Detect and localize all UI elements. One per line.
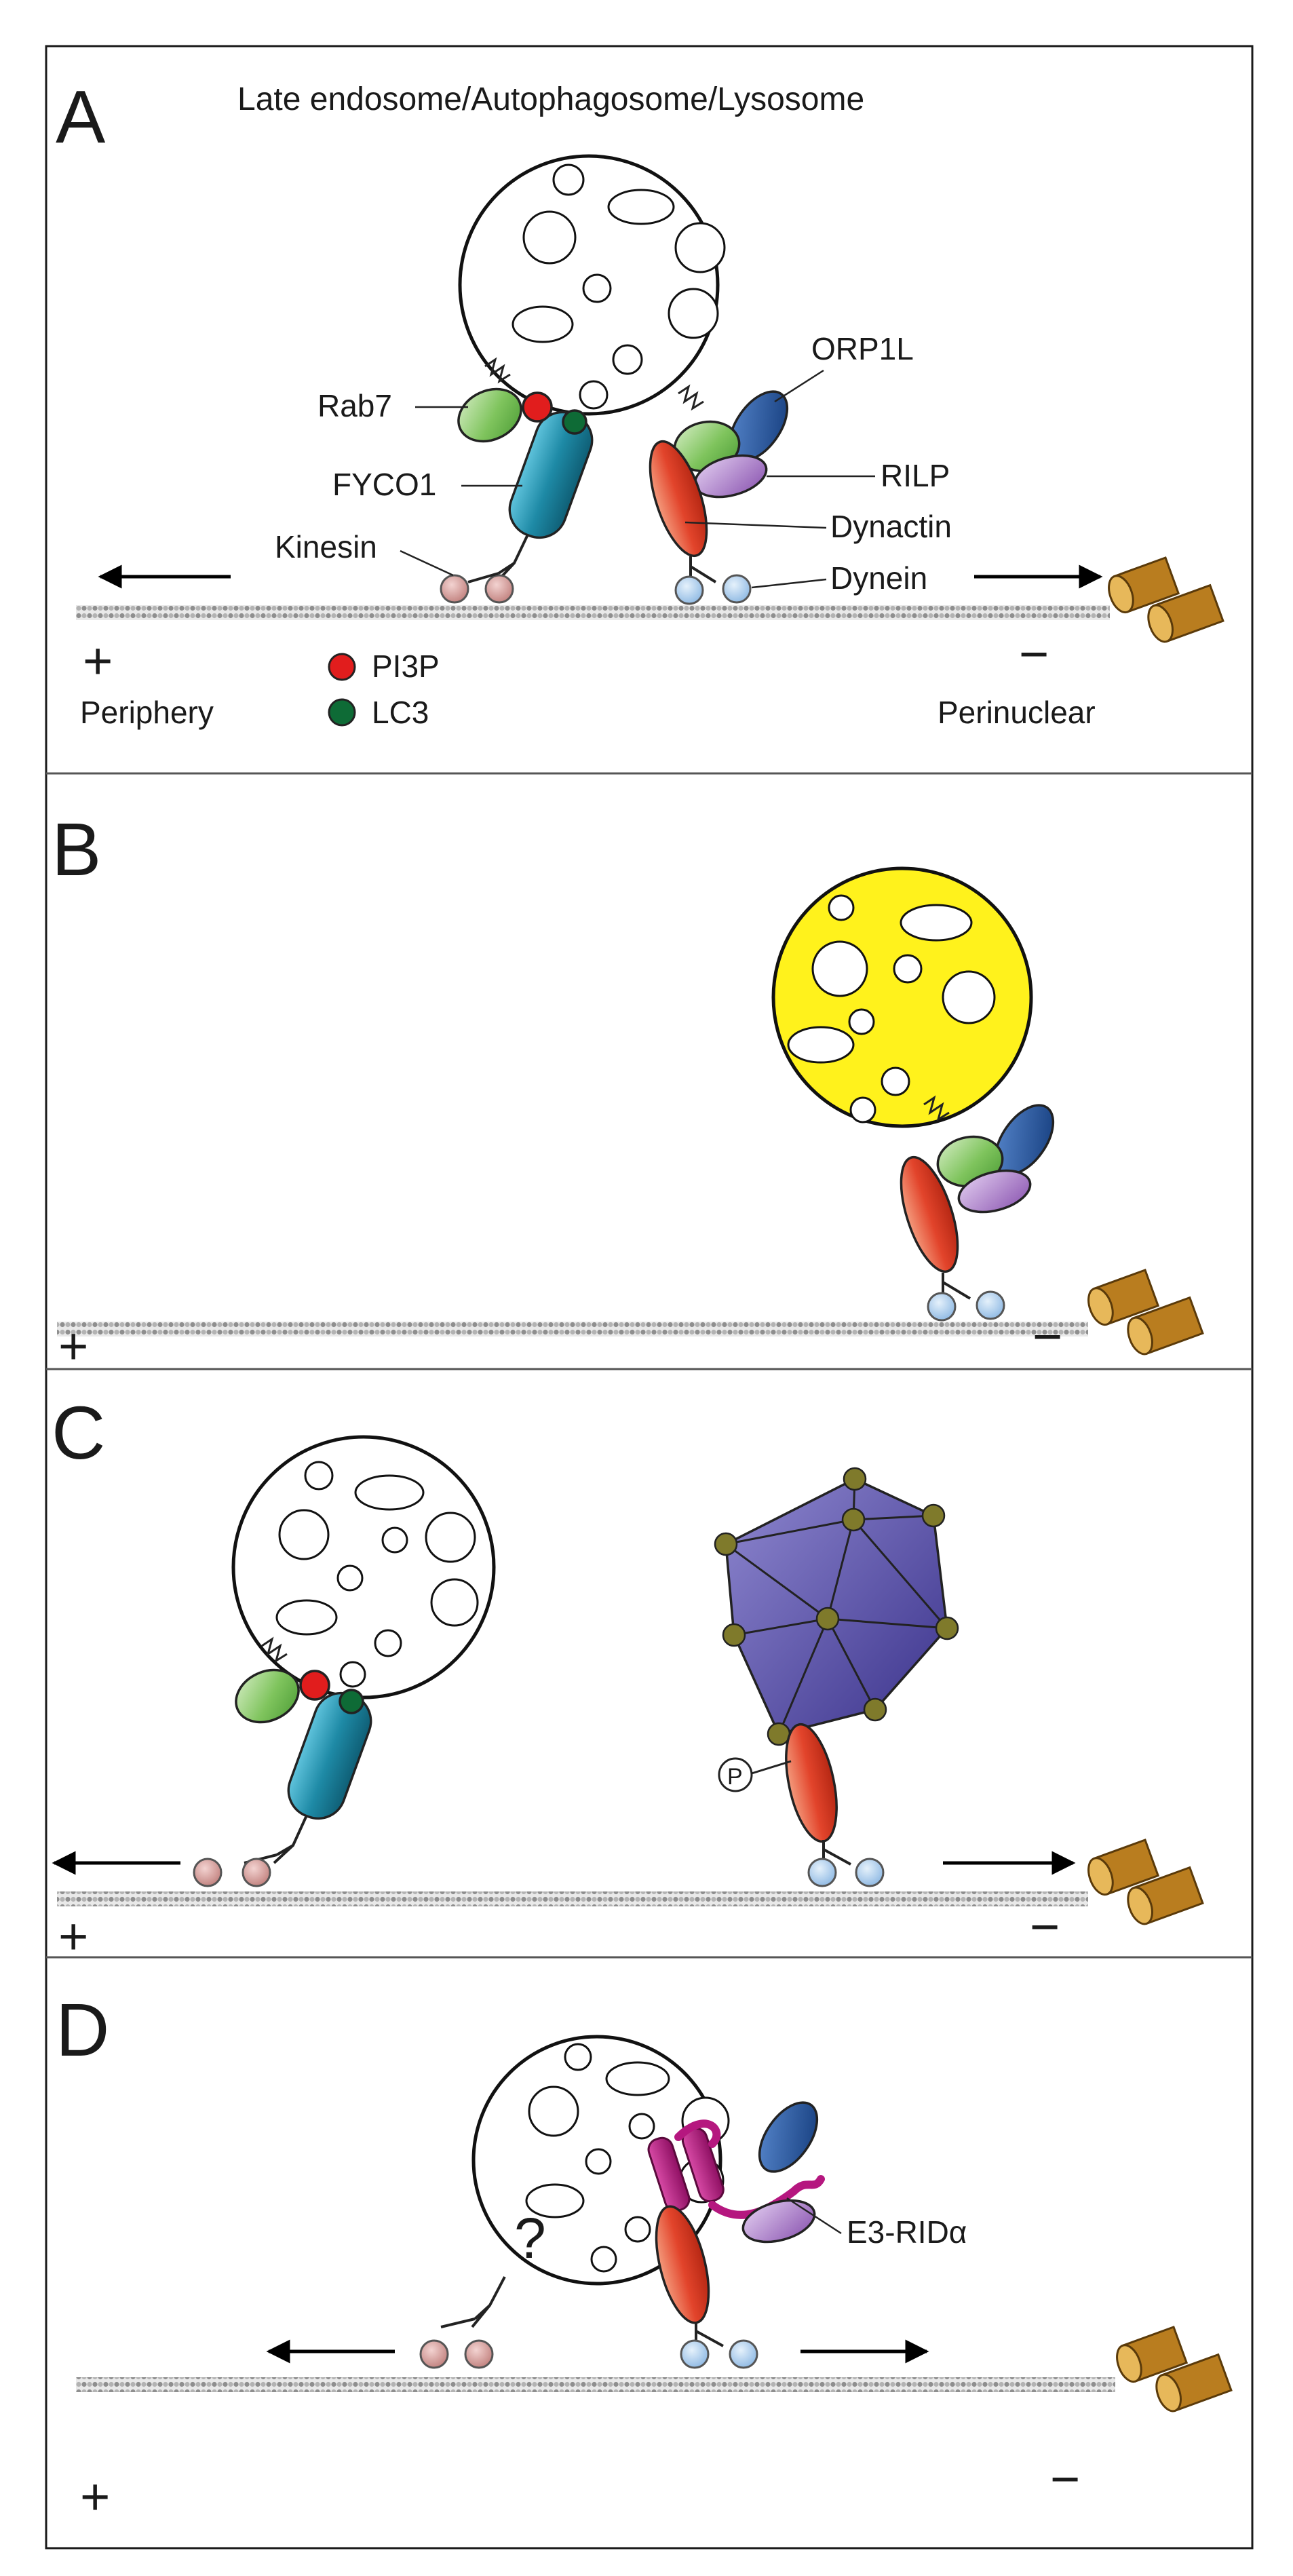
dynein-head-d-1 xyxy=(680,2339,710,2369)
kinesin-head-c-2 xyxy=(242,1858,271,1887)
minus-end-a: − xyxy=(1019,626,1049,683)
panel-a-letter: A xyxy=(56,75,106,159)
label-orp1l: ORP1L xyxy=(811,331,914,366)
figure-frame xyxy=(45,45,1254,2550)
panel-a: A Late endosome/Autophagosome/Lysosome xyxy=(56,75,1224,730)
plus-end-c: + xyxy=(58,1908,88,1965)
dynein-head-b-1 xyxy=(927,1292,957,1322)
minus-end-c: − xyxy=(1030,1898,1060,1956)
dynein-head-c-1 xyxy=(807,1858,837,1887)
legend-pi3p-dot xyxy=(328,653,356,681)
phospho-circle xyxy=(718,1757,753,1792)
plus-end-b: + xyxy=(58,1318,88,1375)
plus-end-a: + xyxy=(83,632,113,690)
minus-end-d: − xyxy=(1050,2450,1080,2508)
dynein-head-2 xyxy=(722,574,752,604)
plus-end-d: + xyxy=(80,2468,110,2526)
label-fyco1: FYCO1 xyxy=(332,467,436,502)
legend-pi3p-label: PI3P xyxy=(372,649,440,684)
vesicle-a xyxy=(458,154,726,416)
question-mark: ? xyxy=(514,2206,546,2270)
pi3p-marker-c xyxy=(299,1670,330,1701)
kinesin-head-d-2 xyxy=(464,2339,494,2369)
lipid-anchor-left xyxy=(484,357,511,384)
dynein-head-1 xyxy=(674,575,704,605)
e3-rid-alpha-protein xyxy=(647,2119,825,2219)
centrioles-c xyxy=(1083,1839,1204,1929)
orp1l-protein-d xyxy=(746,2091,830,2183)
label-perinuclear: Perinuclear xyxy=(938,695,1096,730)
lc3-marker-c xyxy=(339,1689,364,1714)
dynein-head-d-2 xyxy=(729,2339,758,2369)
kinesin-head-2 xyxy=(484,574,514,604)
lipid-anchor-c xyxy=(261,1636,288,1664)
panel-a-title: Late endosome/Autophagosome/Lysosome xyxy=(237,81,864,117)
panel-c: C xyxy=(52,1391,1204,1965)
microtubule-c xyxy=(57,1891,1088,1906)
kinesin-head-c-1 xyxy=(193,1858,223,1887)
fyco1-protein-c xyxy=(279,1684,380,1828)
label-rilp: RILP xyxy=(881,458,950,493)
phospho-label: P xyxy=(727,1764,743,1790)
lc3-marker xyxy=(562,409,587,435)
virus-capsid xyxy=(714,1467,959,1746)
rilp-protein-d xyxy=(737,2192,821,2250)
label-periphery: Periphery xyxy=(80,695,214,730)
microtubule-d xyxy=(76,2377,1115,2392)
kinesin-head-d-1 xyxy=(419,2339,449,2369)
label-rab7: Rab7 xyxy=(317,388,392,423)
centrioles-a xyxy=(1103,556,1224,647)
panel-b-letter: B xyxy=(52,808,101,891)
microtubule-a xyxy=(76,605,1110,620)
dynein-head-c-2 xyxy=(855,1858,885,1887)
label-dynactin: Dynactin xyxy=(830,509,952,544)
dynein-head-b-2 xyxy=(976,1290,1005,1320)
microtubule-b xyxy=(57,1322,1088,1337)
panel-c-letter: C xyxy=(52,1391,105,1475)
minus-end-b: − xyxy=(1033,1308,1062,1366)
vesicle-c xyxy=(231,1435,496,1699)
kinesin-head-1 xyxy=(440,574,469,604)
label-e3-rid-alpha: E3-RIDα xyxy=(847,2214,967,2250)
legend-lc3-dot xyxy=(328,698,356,727)
panel-d-letter: D xyxy=(56,1988,109,2072)
panel-d: D E3-RIDα ? xyxy=(56,1988,1233,2526)
vesicle-b xyxy=(771,866,1033,1128)
lipid-anchor-right xyxy=(678,384,704,411)
centrioles-b xyxy=(1083,1269,1204,1359)
dynactin-protein-c xyxy=(775,1718,847,1847)
centrioles-d xyxy=(1111,2326,1233,2416)
legend-lc3-label: LC3 xyxy=(372,695,429,730)
label-dynein: Dynein xyxy=(830,560,927,596)
pi3p-marker xyxy=(522,391,553,423)
panel-b: B + − xyxy=(52,808,1204,1375)
label-kinesin: Kinesin xyxy=(275,529,377,564)
lipid-anchor-b xyxy=(923,1095,950,1122)
